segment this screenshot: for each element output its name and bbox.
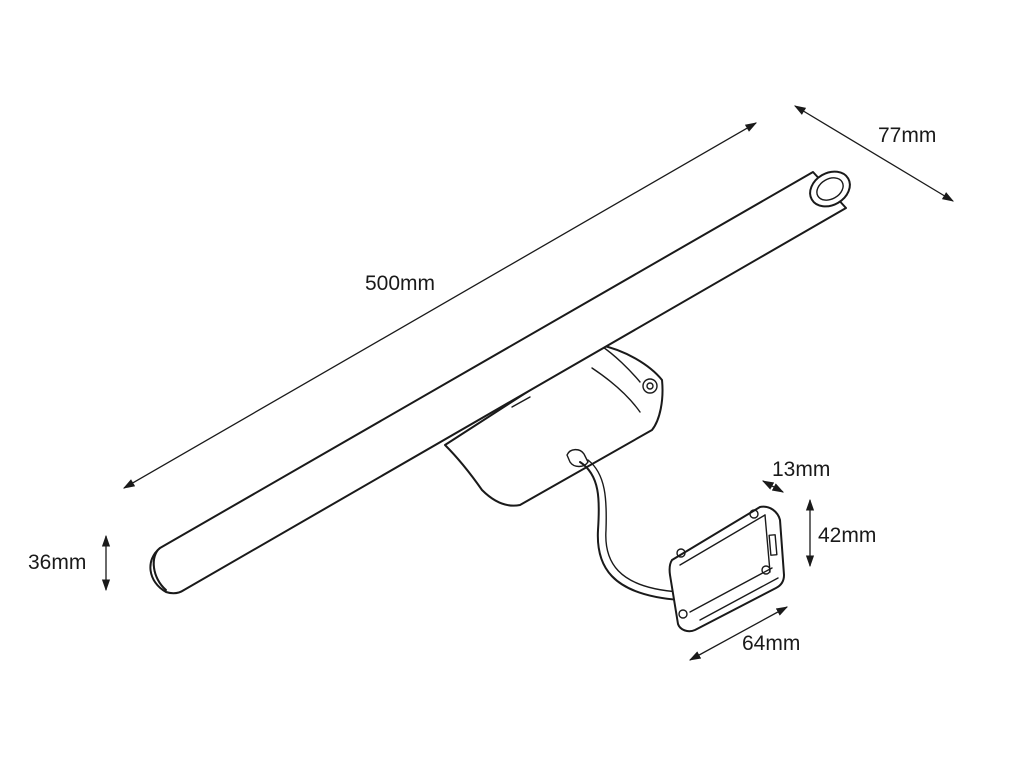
dim-line-driver-length bbox=[688, 606, 789, 661]
label-driver-length: 64mm bbox=[742, 632, 800, 655]
driver-box bbox=[668, 505, 785, 633]
label-driver-width: 13mm bbox=[772, 458, 830, 481]
label-driver-height: 42mm bbox=[818, 524, 876, 547]
dim-line-driver-width bbox=[761, 480, 785, 493]
label-tube-diameter: 36mm bbox=[28, 551, 86, 574]
label-length: 500mm bbox=[365, 272, 435, 295]
label-depth: 77mm bbox=[878, 124, 936, 147]
dim-line-depth bbox=[793, 105, 955, 202]
power-cable bbox=[579, 459, 681, 601]
dim-line-length bbox=[122, 122, 758, 489]
